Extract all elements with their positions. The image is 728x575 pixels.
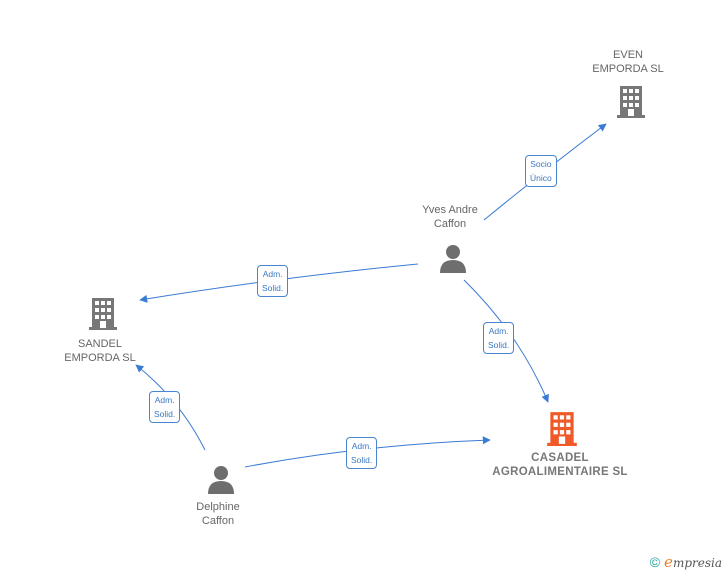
edge-label-line1: Adm.	[262, 269, 283, 279]
person-icon	[440, 245, 466, 273]
edge-label-line1: Socio	[530, 159, 552, 169]
brand-initial: e	[664, 553, 673, 571]
edge-label-line1: Adm.	[351, 441, 372, 451]
node-label-line2: EMPORDA SL	[64, 352, 136, 364]
edge-label-line2: Solid.	[488, 340, 510, 350]
edge-label-line2: Solid.	[262, 283, 284, 293]
edge-label-line1: Adm.	[488, 326, 509, 336]
brand-rest: mpresia	[672, 556, 722, 570]
edge-label-adm-solid[interactable]: Adm. Solid.	[149, 391, 181, 423]
node-label-line2: AGROALIMENTAIRE SL	[492, 466, 628, 478]
building-icon	[617, 86, 645, 118]
edge-label-adm-solid[interactable]: Adm. Solid.	[257, 265, 289, 297]
node-label-line1: SANDEL	[77, 338, 123, 350]
building-icon	[547, 412, 577, 446]
node-label-line2: Caffon	[433, 218, 467, 230]
edge-label-adm-solid[interactable]: Adm. Solid.	[346, 437, 378, 469]
node-label-line2: EMPORDA SL	[592, 63, 664, 75]
node-label-line1: EVEN	[613, 49, 643, 61]
node-delphine-caffon[interactable]: Delphine Caffon	[168, 500, 268, 528]
edge-label-line2: Único	[530, 173, 552, 183]
edge-label-line1: Adm.	[154, 395, 175, 405]
edge-label-line2: Solid.	[154, 409, 176, 419]
building-icon	[89, 298, 117, 330]
copyright-icon: ©	[649, 554, 661, 570]
node-label-line2: Caffon	[201, 515, 235, 527]
edge-label-line2: Solid.	[351, 455, 373, 465]
empresia-logo: empresia	[664, 553, 722, 571]
node-yves-andre-caffon[interactable]: Yves Andre Caffon	[400, 203, 500, 231]
node-sandel-emporda[interactable]: SANDEL EMPORDA SL	[50, 337, 150, 365]
node-label-line1: Delphine	[196, 501, 240, 513]
node-casadel-agroalimentaire[interactable]: CASADEL AGROALIMENTAIRE SL	[480, 451, 640, 479]
node-label-line1: Yves Andre	[422, 204, 478, 216]
footer-brand: © empresia	[650, 553, 722, 571]
node-label-line1: CASADEL	[531, 452, 589, 464]
person-icon	[208, 466, 234, 494]
edge-label-adm-solid[interactable]: Adm. Solid.	[483, 322, 515, 354]
edge-label-socio-unico[interactable]: Socio Único	[525, 155, 557, 187]
node-even-emporda[interactable]: EVEN EMPORDA SL	[578, 48, 678, 76]
